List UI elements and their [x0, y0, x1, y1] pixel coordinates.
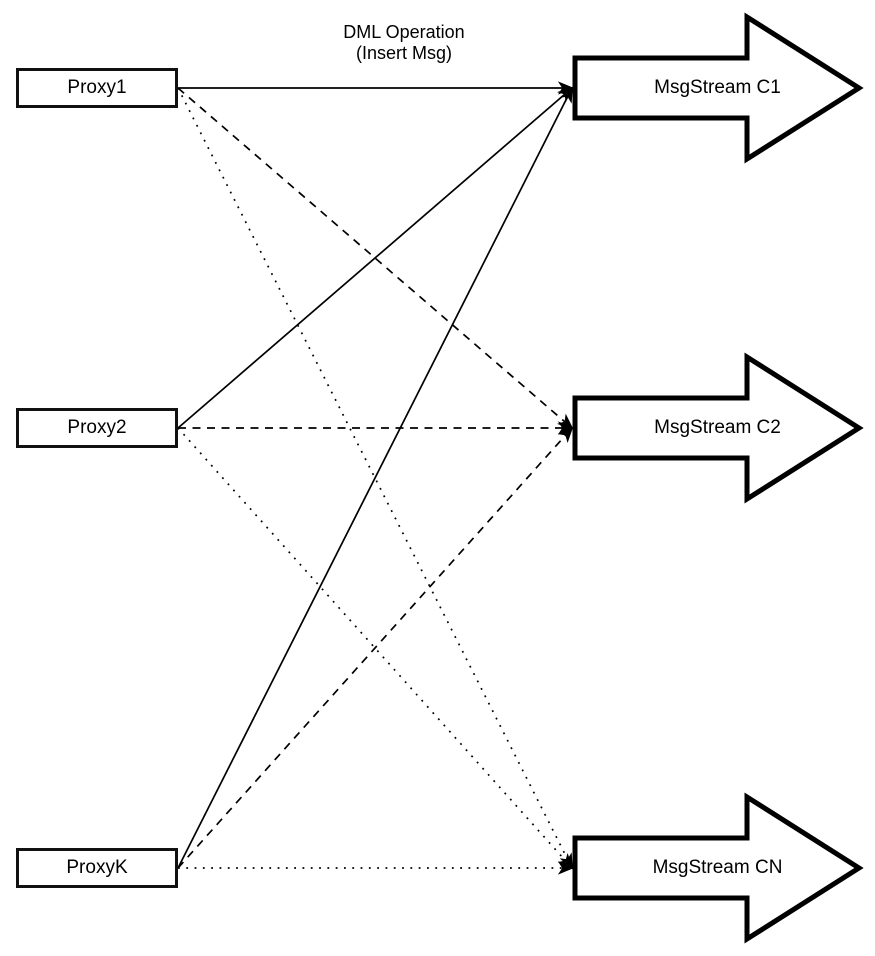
arrows-layer [572, 12, 864, 944]
connection-proxyk-c1-solid [177, 86, 573, 869]
dml-operation-line2: (Insert Msg) [355, 43, 452, 63]
proxyk-label: ProxyK [66, 857, 128, 878]
proxy1-label: Proxy1 [67, 77, 127, 98]
connections-layer [177, 81, 575, 875]
connection-proxyk-c2-dashed [177, 426, 574, 869]
dml-operation-line1: DML Operation [343, 22, 465, 42]
proxy2-label: Proxy2 [67, 417, 127, 438]
dml-operation-label: DML Operation (Insert Msg) [254, 22, 554, 64]
msgstream-arrow-c1 [572, 12, 864, 164]
msgstream-arrow-cn [572, 792, 864, 944]
connection-proxy2-c1-solid [177, 86, 574, 429]
proxy2-box: Proxy2 [16, 408, 178, 448]
proxy1-box: Proxy1 [16, 68, 178, 108]
msgstream-arrow-c2 [572, 352, 864, 504]
proxyk-box: ProxyK [16, 848, 178, 888]
